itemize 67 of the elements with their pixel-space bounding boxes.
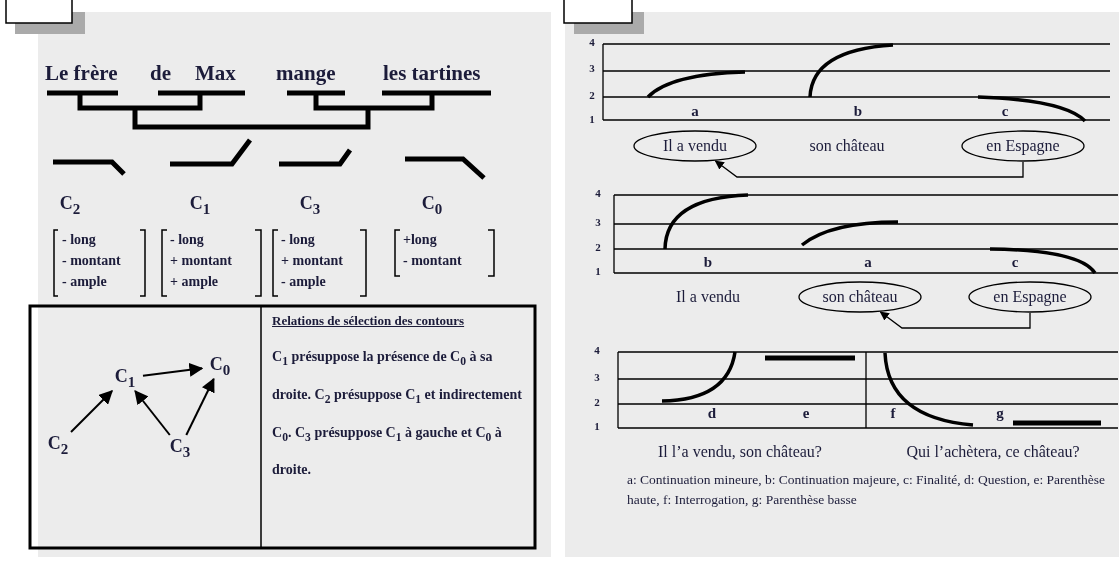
feature-value: + montant: [281, 253, 344, 269]
contour-label: C$_{1}$: [189, 194, 211, 218]
pitch-level-number: 4: [595, 187, 601, 200]
contour-label: C$_{0}$: [421, 194, 443, 218]
pitch-level-number: 2: [589, 89, 595, 102]
pitch-level-number: 3: [589, 62, 595, 75]
contour-label: C$_{2}$: [47, 432, 69, 458]
arrow: [142, 362, 204, 377]
sentence-text: Qui l’achètera, ce château?: [906, 443, 1080, 461]
arrow: [185, 377, 215, 436]
feature-value: - ample: [62, 274, 107, 290]
phrase-text: son château: [809, 137, 885, 155]
contour-letter: a: [864, 254, 872, 271]
sentence-word: mange: [276, 62, 336, 86]
phrase-ellipse: [968, 281, 1092, 313]
contour-letter: c: [1001, 103, 1009, 120]
feature-value: - long: [281, 232, 315, 248]
phrase-text: son château: [822, 288, 898, 306]
feature-value: +long: [403, 232, 437, 248]
contour-letter: b: [703, 254, 713, 271]
pitch-level-number: 1: [594, 420, 600, 433]
feature-value: + montant: [170, 253, 233, 269]
contour-label: C$_{3}$: [169, 435, 191, 461]
feature-value: - ample: [281, 274, 326, 290]
contour-letter: a: [691, 103, 699, 120]
feature-value: - montant: [403, 253, 462, 269]
pitch-level-number: 4: [594, 344, 600, 357]
arrow: [714, 160, 1024, 178]
sentence-word: de: [150, 62, 171, 86]
phrase-text: Il a vendu: [676, 288, 740, 306]
contour-letter: f: [890, 405, 896, 422]
arrow: [879, 311, 1031, 329]
contour-label: C$_{3}$: [299, 194, 321, 218]
sentence-word: Max: [195, 62, 236, 86]
pitch-level-number: 1: [589, 113, 595, 126]
phrase-ellipse: [798, 281, 922, 313]
phrase-text: en Espagne: [986, 137, 1060, 155]
phrase-text: en Espagne: [993, 288, 1067, 306]
feature-value: + ample: [170, 274, 219, 290]
contour-label: C$_{2}$: [59, 194, 81, 218]
arrow: [70, 390, 113, 433]
phrase-text: Il a vendu: [663, 137, 727, 155]
contour-letter: g: [996, 405, 1004, 422]
legend-note: a: Continuation mineure, b: Continuation majeure, c: Finalité, d: Question, e: Parenthèse haute, f: Interrogation, g: Parenthèse basse: [627, 471, 1107, 509]
contour-letter: d: [707, 405, 717, 422]
feature-value: - montant: [62, 253, 121, 269]
section-heading: Relations de sélection des contours: [272, 314, 465, 329]
pitch-level-number: 2: [595, 241, 601, 254]
feature-value: - long: [62, 232, 96, 248]
contour-label: C$_{1}$: [114, 365, 136, 391]
contour-letter: b: [853, 103, 863, 120]
pitch-level-number: 3: [595, 216, 601, 229]
pitch-level-number: 1: [595, 265, 601, 278]
sentence-word: Le frère: [45, 62, 118, 86]
contour-letter: c: [1011, 254, 1019, 271]
arrow: [134, 389, 171, 436]
phrase-ellipse: [633, 130, 757, 162]
contour-label: C$_{0}$: [209, 353, 231, 379]
contour-letter: e: [802, 405, 810, 422]
pitch-level-number: 2: [594, 396, 600, 409]
description-text: C$_{1}$ présuppose la présence de C$_{0}$ à sa droite. C$_{2}$ présuppose C$_{1}$ et indirectement C$_{0}$. C$_{3}$ présuppose C$_{1}$ à gauche et C$_{0}$ à droite.: [272, 348, 523, 480]
phrase-ellipse: [961, 130, 1085, 162]
pitch-level-number: 3: [594, 371, 600, 384]
pitch-level-number: 4: [589, 36, 595, 49]
sentence-word: les tartines: [383, 62, 481, 86]
feature-value: - long: [170, 232, 204, 248]
sentence-text: Il l’a vendu, son château?: [658, 443, 822, 461]
